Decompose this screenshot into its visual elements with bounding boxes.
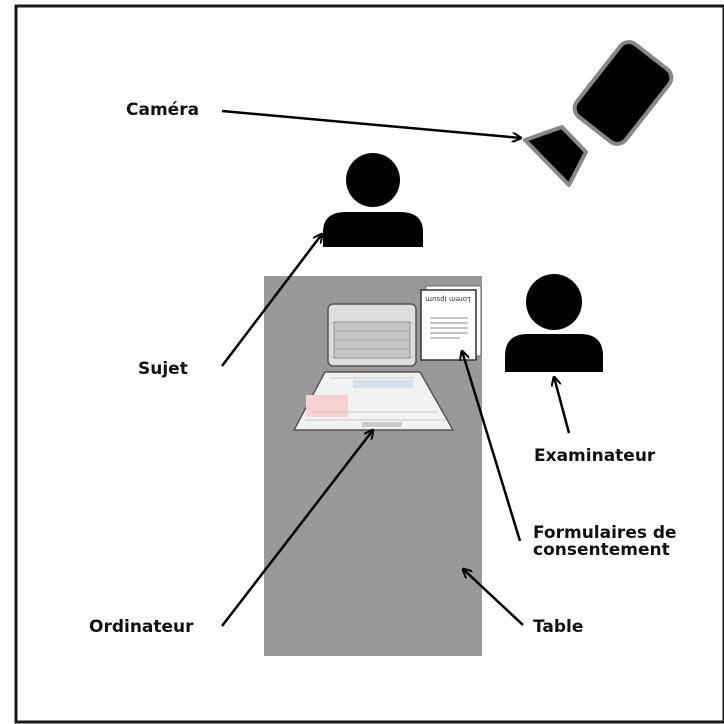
- document-icon: Lorem Ipsum: [420, 285, 482, 361]
- examiner-arrow: [554, 377, 571, 434]
- consent-forms-arrow: [462, 351, 522, 542]
- camera-arrow: [221, 109, 521, 138]
- examiner-person-icon: [505, 274, 603, 372]
- consent-forms-label-line1: Formulaires de: [533, 523, 677, 543]
- computer-arrow: [221, 430, 373, 627]
- laptop-icon: [292, 303, 455, 431]
- examiner-label: Examinateur: [534, 446, 656, 466]
- subject-person-icon: [323, 153, 423, 247]
- table-arrow: [463, 569, 524, 626]
- camera-label: Caméra: [126, 100, 200, 120]
- document-text: Lorem Ipsum: [425, 295, 471, 303]
- computer-label: Ordinateur: [89, 617, 194, 637]
- consent-forms-label-line2: consentement: [533, 540, 670, 560]
- table-label: Table: [533, 617, 584, 637]
- camera-icon: [523, 40, 674, 187]
- subject-label: Sujet: [138, 359, 188, 379]
- subject-arrow: [221, 234, 322, 367]
